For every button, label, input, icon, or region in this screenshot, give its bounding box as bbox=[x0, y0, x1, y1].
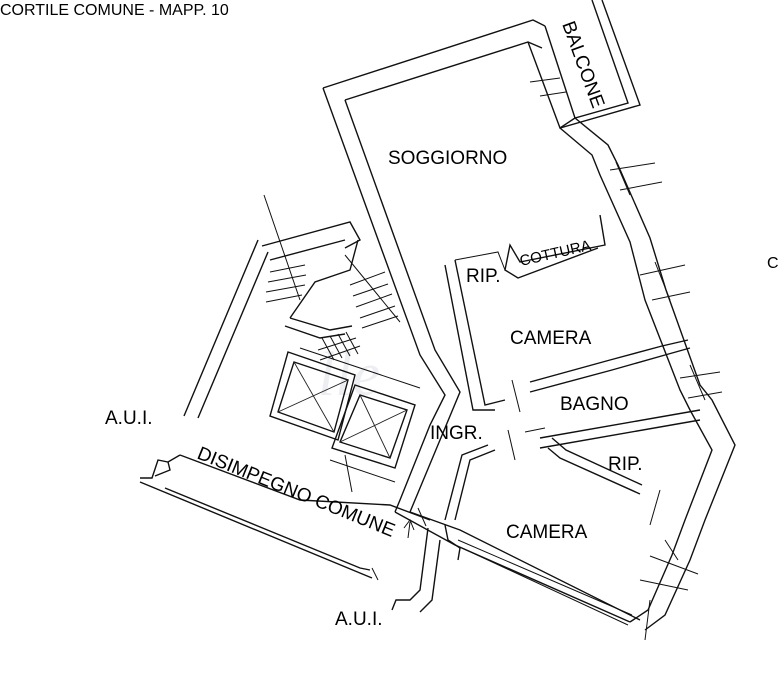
room-soggiorno: SOGGIORNO bbox=[388, 148, 507, 169]
room-cottura: COTTURA bbox=[518, 237, 592, 270]
room-rip-upper: RIP. bbox=[466, 266, 501, 287]
courtyard-label: CORTILE COMUNE - MAPP. 10 bbox=[0, 2, 229, 19]
interior-partitions bbox=[444, 214, 701, 526]
room-bagno: BAGNO bbox=[560, 394, 629, 415]
room-camera-lower: CAMERA bbox=[506, 522, 588, 543]
disimpegno-label: DISIMPEGNO COMUNE bbox=[194, 443, 398, 542]
room-camera-upper: CAMERA bbox=[510, 328, 592, 349]
plan-labels: CORTILE COMUNE - MAPP. 10 C SOGGIORNO BA… bbox=[0, 2, 779, 630]
room-ingr: INGR. bbox=[430, 423, 483, 444]
left-corridor-walls bbox=[183, 239, 269, 419]
aui-bottom-label: A.U.I. bbox=[335, 609, 383, 630]
aui-left-label: A.U.I. bbox=[105, 408, 153, 429]
lift-shafts bbox=[269, 347, 421, 493]
staircase bbox=[261, 194, 401, 361]
common-corridor-walls bbox=[139, 454, 651, 641]
edge-letter: C bbox=[767, 255, 779, 272]
room-balcone: BALCONE bbox=[557, 19, 608, 112]
room-rip-lower: RIP. bbox=[608, 454, 643, 475]
window-marks bbox=[529, 77, 723, 591]
